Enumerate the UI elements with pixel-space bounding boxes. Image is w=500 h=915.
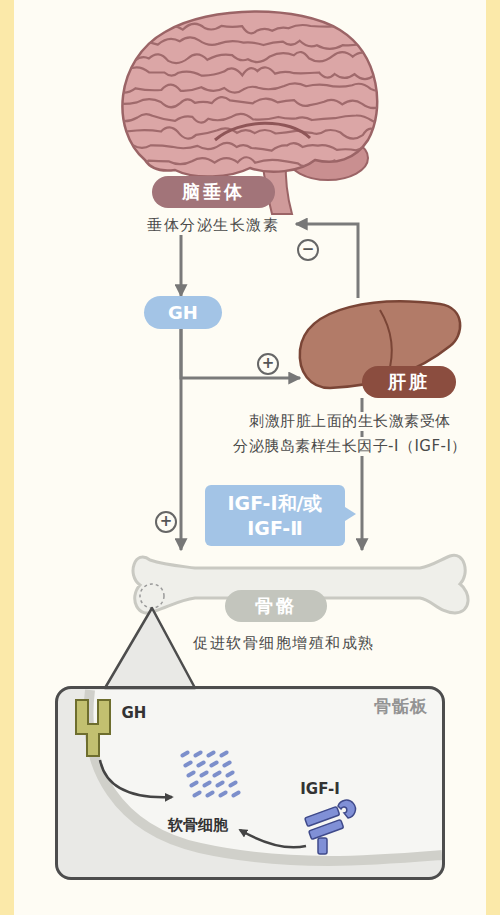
cell-stripe <box>225 770 236 778</box>
inset-panel: 骨骺板 <box>55 686 445 880</box>
callout-circle <box>140 584 164 608</box>
brain-fold <box>112 114 395 123</box>
brain-fold <box>112 67 393 79</box>
brain <box>122 11 377 176</box>
brain-fold <box>112 52 389 63</box>
cell-stripe <box>183 760 194 768</box>
cell-membrane <box>88 690 442 861</box>
regulation-sign: + <box>257 353 279 375</box>
flow-arrow <box>180 329 183 550</box>
cell-stripe <box>228 780 239 788</box>
flow-arrow <box>180 235 183 296</box>
cell-stripe <box>199 770 210 778</box>
brain-fold <box>112 83 388 92</box>
cell-stripe <box>193 750 204 758</box>
brain-folds <box>112 24 405 167</box>
node-caption: 促进软骨细胞增殖和成熟 <box>193 634 468 653</box>
cell-stripe <box>231 790 242 798</box>
node-title: 脑垂体 <box>152 176 275 208</box>
cell-stripe <box>192 790 203 798</box>
signal-arrow <box>240 830 306 847</box>
gland-node: 脑垂体垂体分泌生长激素 <box>130 176 296 235</box>
hormone-name: GH <box>168 296 198 329</box>
factor-box: IGF-Ⅰ和/或 IGF-Ⅱ <box>205 485 345 546</box>
brain-inner <box>215 123 310 140</box>
flow-arrow <box>296 224 358 298</box>
gh-receptor <box>76 700 110 756</box>
cell-stripe <box>205 790 216 798</box>
node-title: 骨骼 <box>225 590 327 622</box>
callout-pointer <box>105 608 195 688</box>
organ-caption: 分泌胰岛素样生长因子-Ⅰ（IGF-Ⅰ） <box>230 437 470 456</box>
organ-caption: 刺激肝脏上面的生长激素受体 <box>246 412 454 431</box>
cell-stripe <box>212 770 223 778</box>
cell-stripe <box>206 750 217 758</box>
bone-node: 骨骼促进软骨细胞增殖和成熟 <box>133 550 468 653</box>
brain-fold <box>112 37 396 48</box>
receptor-label: GH <box>122 704 147 722</box>
cell-stripe <box>219 750 230 758</box>
brain-fold <box>112 127 405 138</box>
cell-stripe <box>215 780 226 788</box>
regulation-sign: + <box>155 511 177 533</box>
organ-node: 肝脏 <box>300 298 460 398</box>
receptor-label: IGF-Ⅰ <box>300 780 340 798</box>
factor-name: IGF-Ⅰ和/或 IGF-Ⅱ <box>213 491 337 540</box>
brain-fold <box>112 157 402 167</box>
node-caption: 垂体分泌生长激素 <box>130 216 296 235</box>
cell-stripe <box>209 760 220 768</box>
cell-stripe <box>180 750 191 758</box>
cell-stripe <box>218 790 229 798</box>
brain-fold <box>112 97 387 108</box>
chondrocyte <box>180 750 242 798</box>
hormone-pill: GH <box>144 296 222 329</box>
brain-fold <box>112 143 398 152</box>
igf-receptor <box>305 800 356 854</box>
cell-label: 软骨细胞 <box>168 816 228 835</box>
regulation-sign: − <box>297 239 319 261</box>
cartilage-region <box>88 690 442 861</box>
cell-stripe <box>202 780 213 788</box>
cell-stripe <box>189 780 200 788</box>
cell-stripe <box>222 760 233 768</box>
panel-title: 骨骺板 <box>374 695 428 718</box>
cell-stripe <box>196 760 207 768</box>
brain-fold <box>112 24 395 34</box>
node-title: 肝脏 <box>362 366 456 398</box>
flow-arrow <box>181 329 300 378</box>
cell-stripe <box>186 770 197 778</box>
inset-ground <box>55 686 445 880</box>
signal-arrow <box>100 760 172 797</box>
